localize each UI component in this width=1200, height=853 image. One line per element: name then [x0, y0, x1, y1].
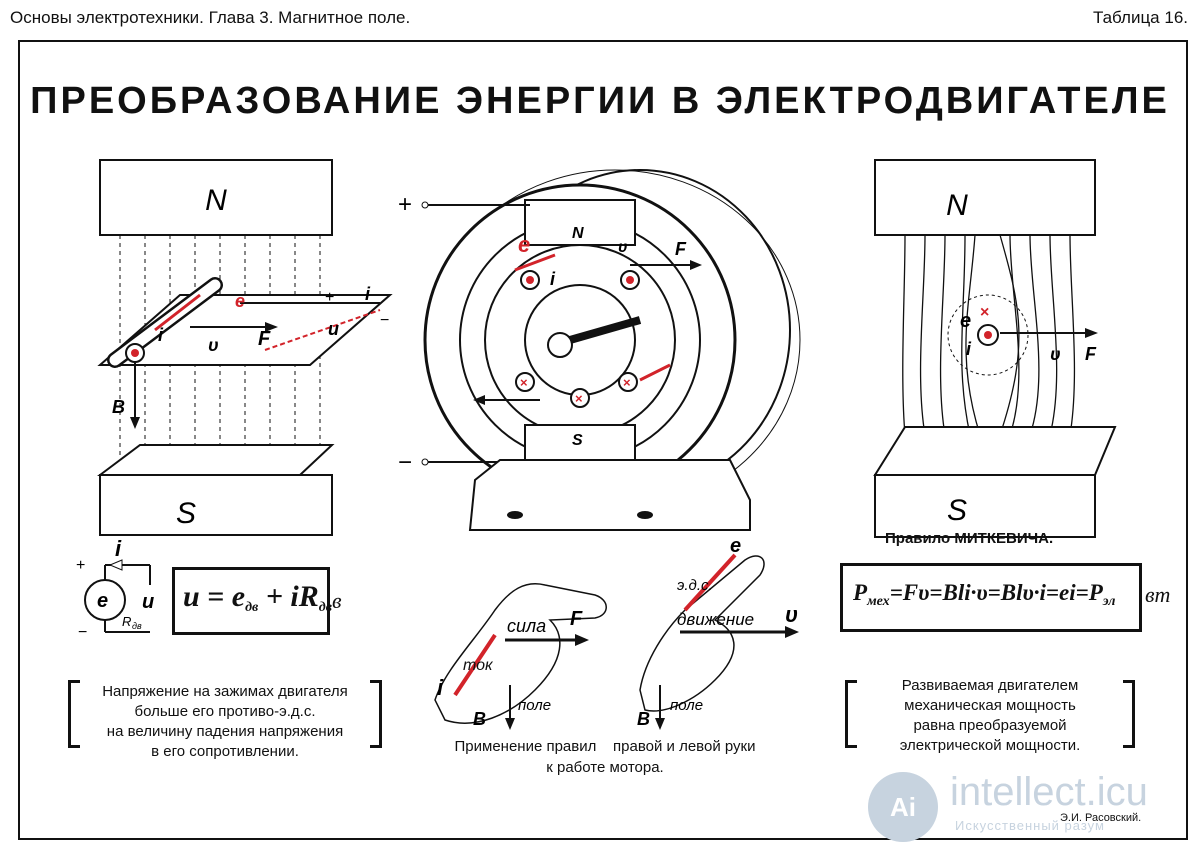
left-hand-sila: сила — [507, 616, 546, 636]
motor-pole-s-label: S — [572, 432, 583, 449]
motor-pole-n-label: N — [572, 225, 584, 242]
note-left: Напряжение на зажимах двигателя больше е… — [80, 682, 370, 762]
motor-diagram: N S × × × e i υ F + − — [398, 169, 801, 531]
right-hand-dvizhenie: движение — [677, 610, 754, 629]
right-hand-pole: поле — [670, 697, 703, 714]
left-label-e: e — [235, 291, 245, 311]
formula-left-mid: + iR — [258, 580, 319, 613]
right-hand-eds: э.д.с. — [677, 577, 713, 594]
rule-caption: Правило МИТКЕВИЧА. — [885, 530, 1054, 547]
left-pole-n-label: N — [205, 184, 227, 217]
svg-text:×: × — [980, 304, 989, 321]
hands-caption-1: Применение правил правой и левой руки — [454, 738, 756, 755]
formula-left-box: u = eдв + iRдв — [172, 567, 332, 635]
formula-right-end-sub: эл — [1102, 594, 1116, 609]
circuit-label-r-sub: дв — [132, 621, 142, 631]
circuit-minus: − — [78, 624, 87, 640]
note-right-line: Развиваемая двигателем — [901, 677, 1079, 694]
right-pole-n — [874, 159, 1096, 236]
motor-label-f: F — [675, 239, 687, 259]
motor-label-i: i — [550, 269, 556, 289]
formula-right-body: =Fυ=Bli·υ=Blυ·i=ei=P — [889, 580, 1103, 605]
right-hand-e: e — [730, 540, 741, 557]
motor-label-v: υ — [618, 239, 627, 256]
right-label-f: F — [1085, 344, 1097, 364]
left-pole-s — [99, 474, 333, 536]
author: Э.И. Расовский. — [1060, 812, 1142, 824]
circuit-label-r: R — [122, 614, 131, 629]
note-right-line: механическая мощность — [904, 697, 1076, 714]
left-label-f: F — [258, 328, 271, 350]
left-hand-pole: поле — [518, 697, 551, 714]
motor-pole-n — [524, 199, 636, 246]
note-left-line: в его сопротивлении. — [151, 743, 299, 760]
formula-left-sub1: дв — [245, 600, 259, 615]
right-diagram: N × e i υ F S — [873, 159, 1117, 538]
note-right: Развиваемая двигателем механическая мощн… — [858, 676, 1122, 756]
left-hand-i: i — [437, 675, 444, 700]
left-pole-n — [99, 159, 333, 236]
formula-right-unit: вт — [1145, 582, 1171, 607]
motor-label-e: e — [518, 232, 530, 257]
left-hand-b: B — [473, 709, 486, 729]
motor-minus: − — [398, 449, 412, 476]
svg-text:×: × — [623, 375, 631, 390]
left-label-i2: i — [365, 284, 371, 304]
poster-frame — [18, 40, 1188, 840]
svg-text:×: × — [520, 375, 528, 390]
left-label-i: i — [158, 325, 164, 345]
watermark-logo: Ai — [868, 772, 938, 842]
svg-text:×: × — [575, 391, 583, 406]
left-minus: − — [380, 312, 389, 329]
note-left-line: больше его противо-э.д.с. — [134, 703, 316, 720]
left-hand-tok: ток — [463, 657, 494, 674]
watermark-name: intellect.icu — [950, 770, 1148, 814]
formula-right-p: P — [853, 580, 868, 605]
left-pole-s-label: S — [176, 497, 196, 530]
right-pole-n-label: N — [946, 189, 968, 222]
right-pole-s-label: S — [947, 494, 967, 527]
circuit-label-i: i — [115, 540, 122, 561]
formula-right-box: Pмех=Fυ=Bli·υ=Blυ·i=ei=Pэл — [840, 563, 1142, 632]
left-label-b: B — [112, 397, 125, 417]
hands-caption-2: к работе мотора. — [546, 759, 664, 776]
note-right-line: равна преобразуемой — [913, 717, 1067, 734]
right-label-v: υ — [1050, 344, 1061, 364]
header-right: Таблица 16. — [1092, 8, 1188, 27]
left-label-v: υ — [208, 335, 219, 355]
note-left-line: на величину падения напряжения — [106, 723, 344, 740]
circuit-plus: + — [76, 557, 85, 574]
motor-base — [468, 459, 751, 531]
header-left: Основы электротехники. Глава 3. Магнитно… — [10, 8, 411, 27]
formula-left-unit: в — [332, 588, 342, 613]
formula-right-p-sub: мех — [867, 594, 890, 609]
motor-pole-s — [524, 424, 636, 461]
left-label-u: u — [328, 319, 339, 339]
right-hand-b: B — [637, 709, 650, 729]
right-label-i: i — [966, 339, 972, 359]
motor-plus: + — [398, 191, 412, 218]
page-title: ПРЕОБРАЗОВАНИЕ ЭНЕРГИИ В ЭЛЕКТРОДВИГАТЕЛ… — [30, 80, 1170, 122]
note-left-line: Напряжение на зажимах двигателя — [102, 683, 348, 700]
hands-diagram: сила F ток i B поле движение υ э.д.с. e … — [434, 540, 799, 730]
left-plus: + — [325, 289, 334, 306]
circuit-diagram: i e u R дв + − — [76, 540, 154, 640]
left-hand-f: F — [570, 608, 583, 630]
right-hand-v: υ — [785, 602, 798, 627]
watermark-tagline: Искусственный разум — [955, 818, 1105, 833]
left-diagram: N e i υ F u i + − B S — [97, 159, 393, 536]
right-label-e: e — [960, 310, 971, 332]
note-right-line: электрической мощности. — [899, 737, 1081, 754]
right-pole-s — [874, 474, 1096, 538]
left-hand — [434, 583, 607, 724]
formula-left-text: u = e — [183, 580, 246, 613]
formula-left-sub2: дв — [318, 600, 332, 615]
circuit-label-e: e — [97, 590, 108, 612]
circuit-label-u: u — [142, 591, 154, 613]
